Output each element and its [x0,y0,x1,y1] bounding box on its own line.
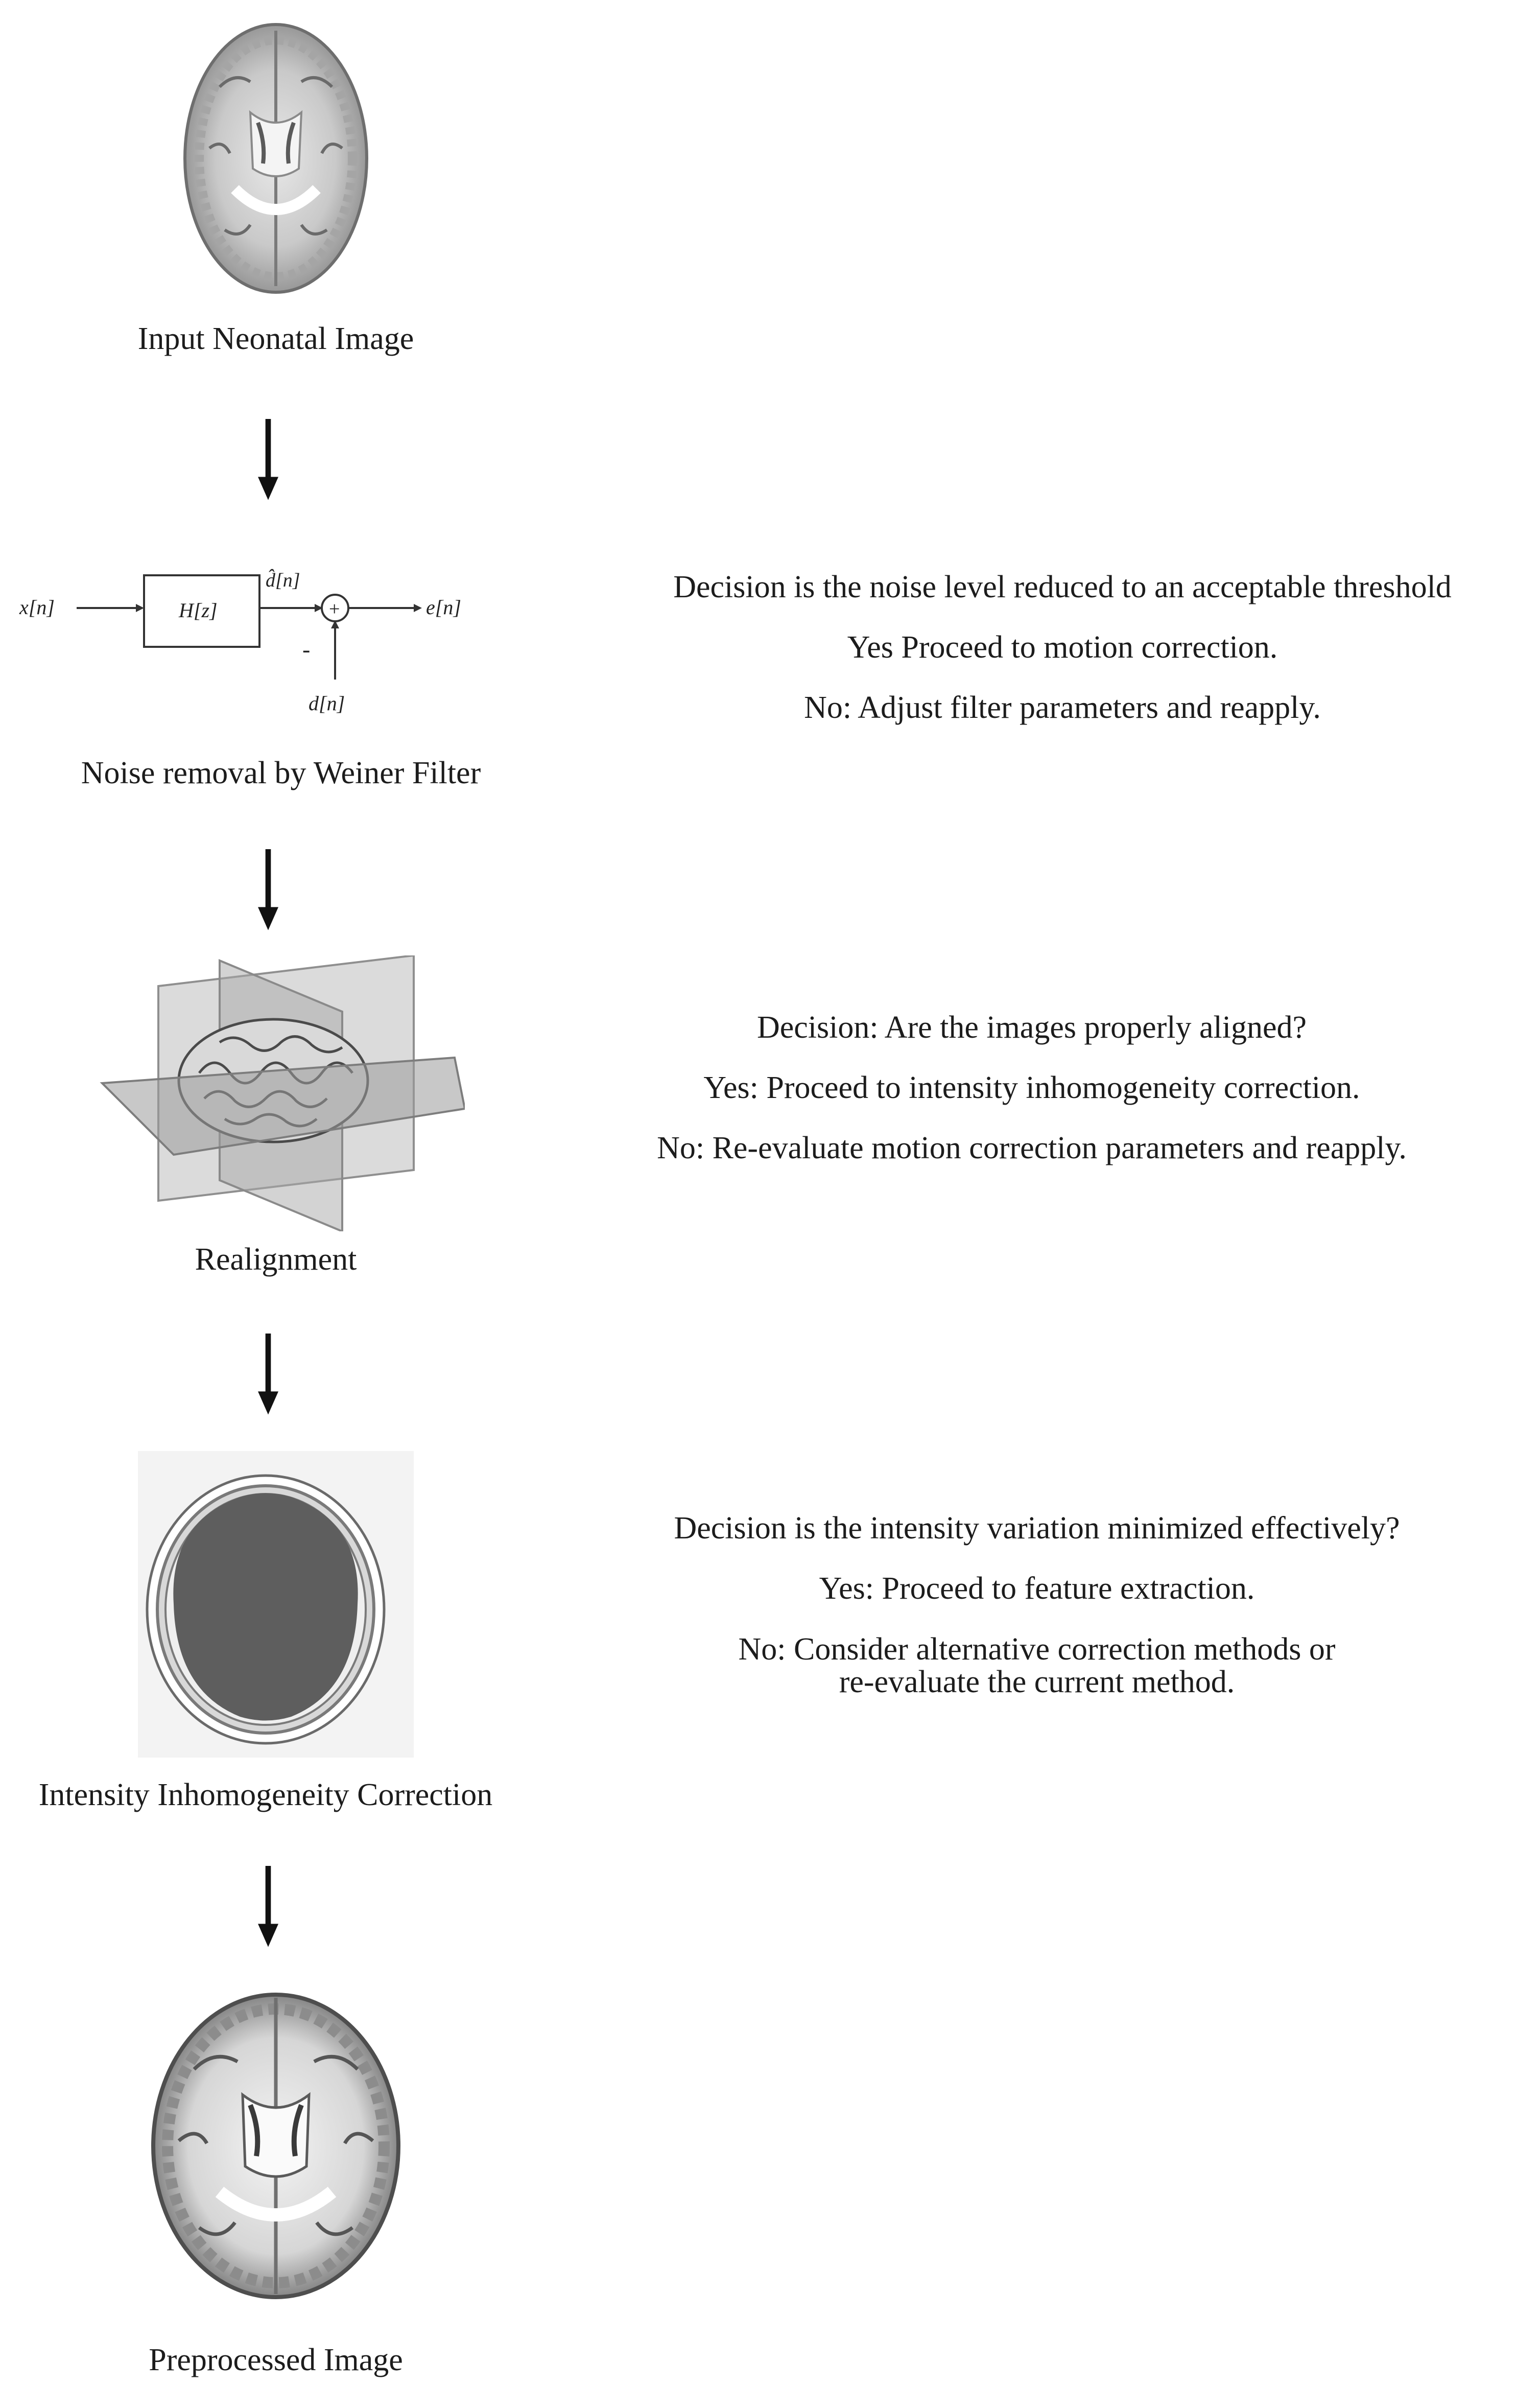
desired-d-label: d[n] [309,692,345,715]
decision-yes: Yes: Proceed to feature extraction. [819,1571,1255,1606]
step-label-noise-removal: Noise removal by Weiner Filter [81,756,481,790]
skull-cross-section-image [138,1451,414,1758]
step-label-input: Input Neonatal Image [137,321,414,356]
step-label-intensity-correction: Intensity Inhomogeneity Correction [38,1778,493,1812]
estimate-label: d̂[n] [266,569,300,591]
arrow-down-icon [258,1334,278,1415]
error-e-label: e[n] [426,596,461,619]
minus-sign: - [302,636,310,662]
arrow-down-icon [258,419,278,500]
decision-no-line2: re-evaluate the current method. [839,1665,1235,1700]
signal-x-label: x[n] [19,596,55,619]
decision-question: Decision is the noise level reduced to a… [673,570,1452,604]
preprocessed-brain-image [138,1988,414,2304]
decision-noise: Decision is the noise level reduced to a… [608,571,1516,752]
arrow-down-icon [258,1866,278,1947]
decision-yes: Yes: Proceed to intensity inhomogeneity … [703,1070,1360,1105]
decision-no: No: Adjust filter parameters and reapply… [804,690,1321,725]
sum-sign: + [329,598,340,620]
decision-no: No: Re-evaluate motion correction parame… [657,1131,1407,1165]
decision-alignment: Decision: Are the images properly aligne… [577,1012,1486,1193]
input-brain-image [174,15,378,301]
decision-intensity: Decision is the intensity variation mini… [582,1512,1491,1699]
realignment-3d-brain [97,955,465,1231]
filter-h-label: H[z] [178,599,218,622]
decision-question: Decision is the intensity variation mini… [674,1511,1400,1546]
step-label-preprocessed: Preprocessed Image [149,2343,403,2377]
decision-no-line1: No: Consider alternative correction meth… [738,1632,1336,1667]
wiener-filter-diagram: x[n] H[z] d̂[n] + e[n] - d[n] [10,557,501,720]
decision-yes: Yes Proceed to motion correction. [847,630,1278,665]
decision-question: Decision: Are the images properly aligne… [756,1010,1307,1045]
step-label-realignment: Realignment [195,1242,357,1277]
arrow-down-icon [258,849,278,930]
